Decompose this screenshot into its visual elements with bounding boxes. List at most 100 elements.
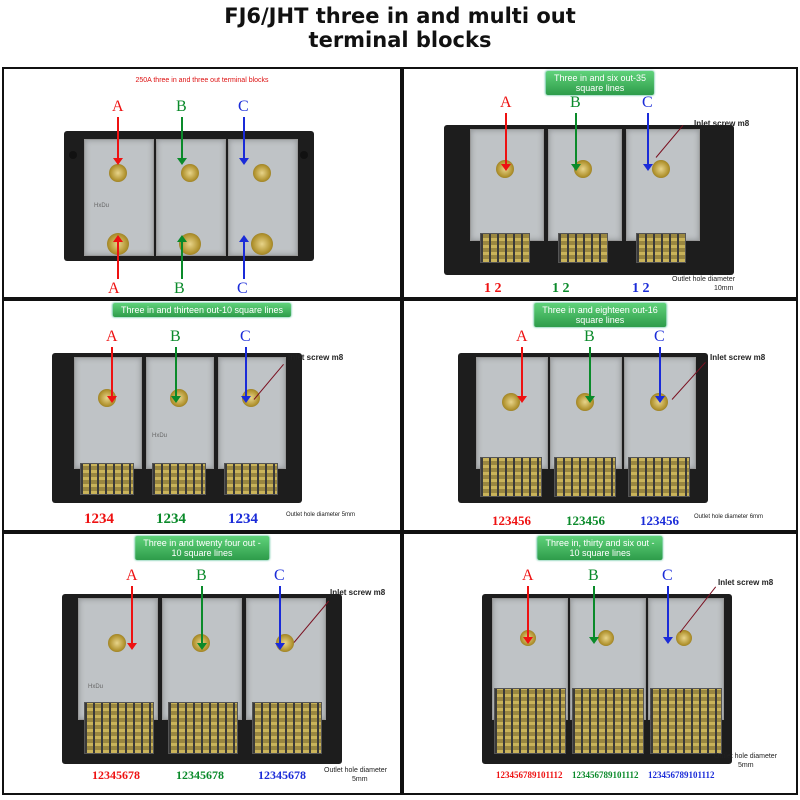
phase-c-label: C (642, 94, 653, 111)
panel-badge: Three in and six out-35 square lines (545, 71, 655, 95)
panel-badge: Three in and eighteen out-16 square line… (534, 303, 666, 327)
phase-b-in-arrow (171, 347, 181, 403)
inlet-screw-note: Inlet screw m8 (694, 119, 750, 128)
phase-c-label: C (662, 567, 673, 584)
phase-b-label: B (584, 328, 595, 345)
outlet-note-line-1: Outlet hole diameter (324, 767, 388, 774)
phase-b-in-arrow (197, 586, 207, 650)
inlet-screw-note: Inlet screw m8 (710, 353, 766, 362)
phase-c-outlet-numbers: 123456 (640, 513, 679, 528)
inlet-screw-note: Inlet screw m8 (718, 578, 774, 587)
badge-line-2: square lines (575, 315, 625, 325)
phase-b-out-label: B (174, 280, 185, 297)
phase-b-outlet-numbers: 123456789101112 (572, 770, 639, 780)
phase-c-label: C (240, 328, 251, 345)
phase-a-label: A (516, 328, 528, 345)
phase-a-label: A (126, 567, 138, 584)
phase-a-in-arrow (107, 347, 117, 403)
outlet-hole-note: Outlet hole diameter 5mm (324, 766, 387, 784)
brand-label: HxDu (152, 433, 168, 439)
phase-b-label: B (196, 567, 207, 584)
phase-b-in-arrow (571, 113, 581, 171)
phase-c-out-label: C (237, 280, 248, 297)
outlet-note-line-2: 10mm (714, 285, 734, 292)
phase-c-in-arrow (241, 347, 251, 403)
badge-line-1: Three in and twenty four out - (143, 538, 261, 548)
brand-label: HxDu (94, 203, 110, 209)
phase-c-in-arrow (663, 586, 673, 644)
phase-a-in-arrow (517, 347, 527, 403)
phase-c-label: C (274, 567, 285, 584)
badge-line-1: Three in, thirty and six out - (545, 538, 655, 548)
phase-a-label: A (112, 98, 124, 115)
outlet-note-line-1: Outlet hole diameter (714, 753, 778, 760)
inlet-screw-note: Inlet screw m8 (288, 353, 344, 362)
title-line-1: FJ6/JHT three in and multi out (224, 4, 576, 28)
panel-twenty-four-out: Three in and twenty four out - 10 square… (2, 532, 402, 795)
phase-b-in-arrow (177, 117, 187, 165)
panel-six-out: Three in and six out-35 square lines A B… (402, 67, 798, 299)
outlet-hole-note: Outlet hole diameter 5mm (286, 512, 356, 518)
phase-a-in-arrow (523, 586, 533, 644)
page-title: FJ6/JHT three in and multi out terminal … (0, 0, 800, 60)
phase-c-outlet-numbers: 1234 (228, 511, 258, 527)
panel-thirteen-out: Three in and thirteen out-10 square line… (2, 299, 402, 532)
brand-label: HxDu (88, 684, 104, 690)
outlet-note-line-2: 5mm (738, 762, 754, 769)
phase-a-label: A (522, 567, 534, 584)
outlet-hole-note: Outlet hole diameter 10mm (672, 275, 735, 293)
panel-caption: 250A three in and three out terminal blo… (135, 77, 269, 84)
phase-a-in-arrow (501, 113, 511, 171)
phase-c-in-arrow (239, 117, 249, 165)
terminal-block-image (444, 125, 734, 275)
panel-badge: Three in, thirty and six out - 10 square… (537, 536, 663, 560)
phase-a-label: A (106, 328, 118, 345)
phase-b-outlet-numbers: 123456 (566, 513, 605, 528)
inlet-screw-note: Inlet screw m8 (330, 588, 386, 597)
badge-line-2: square lines (575, 83, 625, 93)
phase-a-outlet-numbers: 1234 (84, 511, 114, 527)
phase-c-out-arrow (239, 235, 249, 279)
phase-b-label: B (570, 94, 581, 111)
panel-three-out: 250A three in and three out terminal blo… (2, 67, 402, 299)
badge-line-2: 10 square lines (569, 548, 631, 558)
phase-b-out-arrow (177, 235, 187, 279)
terminal-block-image (482, 594, 732, 764)
phase-b-label: B (170, 328, 181, 345)
phase-a-in-arrow (113, 117, 123, 165)
product-grid: 250A three in and three out terminal blo… (2, 67, 798, 795)
phase-b-in-arrow (585, 347, 595, 403)
terminal-block-image (458, 353, 708, 503)
panel-eighteen-out: Three in and eighteen out-16 square line… (402, 299, 798, 532)
phase-a-out-label: A (108, 280, 120, 297)
title-line-2: terminal blocks (308, 28, 492, 52)
phase-b-label: B (176, 98, 187, 115)
phase-b-in-arrow (589, 586, 599, 644)
outlet-note-line-1: Outlet hole diameter (672, 276, 736, 283)
phase-a-outlet-numbers: 1 2 (484, 281, 502, 296)
phase-c-in-arrow (275, 586, 285, 650)
outlet-note-line-2: 5mm (352, 776, 368, 783)
badge-line-1: Three in and six out-35 (553, 73, 647, 83)
phase-b-outlet-numbers: 1234 (156, 511, 186, 527)
phase-c-in-arrow (655, 347, 665, 403)
phase-c-label: C (654, 328, 665, 345)
phase-b-label: B (588, 567, 599, 584)
badge-line-2: 10 square lines (171, 548, 233, 558)
phase-a-in-arrow (127, 586, 137, 650)
phase-b-outlet-numbers: 1 2 (552, 281, 570, 296)
panel-badge: Three in and thirteen out-10 square line… (112, 303, 292, 317)
phase-c-outlet-numbers: 123456789101112 (648, 770, 715, 780)
phase-a-out-arrow (113, 235, 123, 279)
phase-b-outlet-numbers: 12345678 (176, 768, 224, 782)
phase-a-outlet-numbers: 123456 (492, 513, 531, 528)
phase-c-outlet-numbers: 12345678 (258, 768, 306, 782)
phase-c-label: C (238, 98, 249, 115)
terminal-block-image: HxDu (64, 131, 314, 261)
outlet-hole-note: Outlet hole diameter 5mm (714, 752, 777, 770)
phase-a-outlet-numbers: 12345678 (92, 768, 140, 782)
phase-a-label: A (500, 94, 512, 111)
terminal-block-image: HxDu (52, 353, 302, 503)
phase-a-outlet-numbers: 123456789101112 (496, 770, 563, 780)
badge-line-1: Three in and eighteen out-16 (542, 305, 658, 315)
